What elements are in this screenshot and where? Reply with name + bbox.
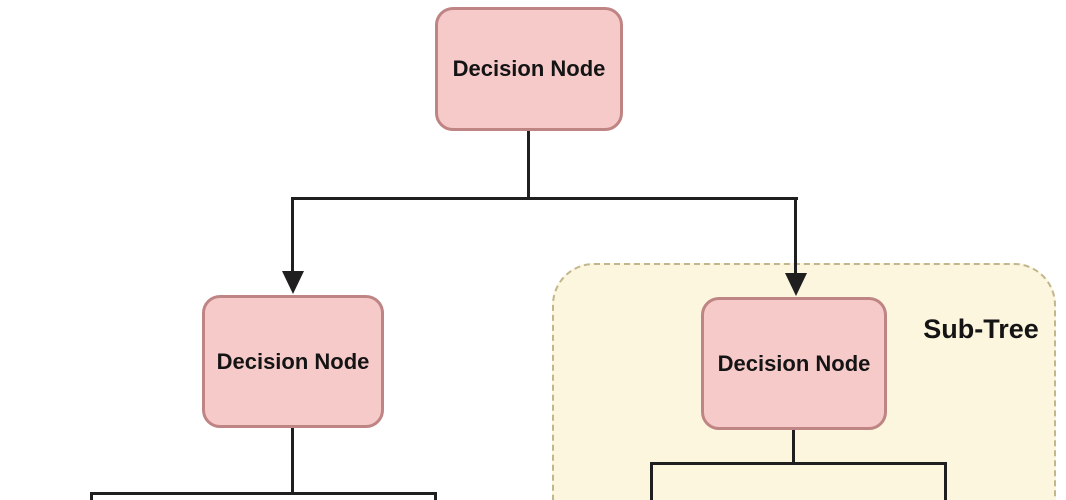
connector-horizontal-branch — [291, 197, 798, 200]
subtree-label: Sub-Tree — [923, 314, 1039, 344]
connector-left-child-stem — [291, 428, 294, 493]
leaf-box-left — [90, 492, 437, 500]
leaf-box-right — [650, 462, 947, 500]
arrow-down-left-icon — [282, 271, 304, 294]
decision-node-root: Decision Node — [435, 7, 623, 131]
decision-node-left: Decision Node — [202, 295, 384, 428]
decision-node-root-label: Decision Node — [452, 56, 606, 81]
arrow-down-right-icon — [785, 273, 807, 296]
decision-node-right: Decision Node — [701, 297, 887, 430]
decision-node-right-label: Decision Node — [717, 350, 871, 376]
connector-left-branch — [291, 197, 294, 273]
connector-right-branch — [794, 197, 797, 275]
connector-root-stem — [527, 131, 530, 198]
decision-node-left-label: Decision Node — [216, 348, 370, 374]
connector-right-child-stem — [792, 430, 795, 463]
